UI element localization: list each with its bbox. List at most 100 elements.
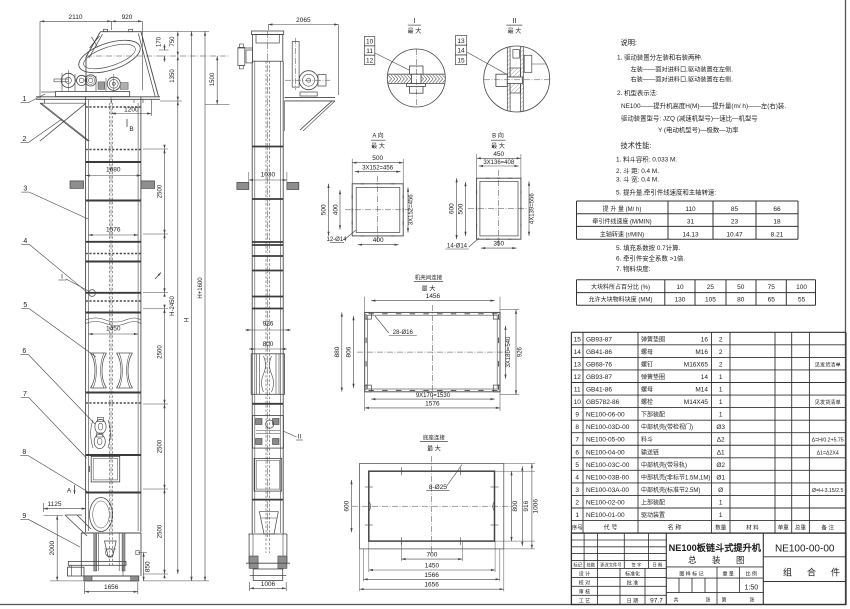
svg-text:比 例: 比 例	[746, 570, 757, 577]
svg-text:2: 2	[22, 136, 26, 143]
svg-text:500: 500	[321, 204, 328, 215]
svg-text:10: 10	[676, 284, 684, 291]
svg-text:说明:: 说明:	[621, 38, 637, 47]
svg-text:最 大: 最 大	[427, 445, 441, 453]
svg-text:1450: 1450	[425, 563, 440, 570]
svg-text:大块料所占百分比 (%): 大块料所占百分比 (%)	[591, 283, 650, 291]
svg-text:4: 4	[23, 238, 27, 245]
svg-text:上部装配: 上部装配	[641, 498, 665, 506]
svg-text:Δ1=Δ2X4: Δ1=Δ2X4	[817, 450, 839, 456]
svg-text:日 期: 日 期	[653, 562, 663, 568]
svg-text:Ø: Ø	[718, 487, 723, 494]
svg-text:10.47: 10.47	[726, 231, 743, 238]
svg-text:提 升 量 (M/ h): 提 升 量 (M/ h)	[603, 205, 642, 213]
svg-text:驱动装置: 驱动装置	[641, 511, 665, 519]
svg-text:11: 11	[366, 48, 373, 55]
svg-text:1. 料斗容积: 0.033 M.: 1. 料斗容积: 0.033 M.	[616, 155, 677, 164]
svg-text:4: 4	[575, 474, 579, 481]
svg-text:5: 5	[23, 302, 27, 309]
svg-text:14.13: 14.13	[682, 231, 699, 238]
svg-text:GB68-76: GB68-76	[586, 361, 612, 368]
svg-text:8.21: 8.21	[771, 231, 784, 238]
svg-text:H: H	[185, 318, 191, 322]
svg-text:数量: 数量	[715, 524, 727, 532]
svg-text:设 计: 设 计	[579, 570, 590, 577]
svg-text:右装——面对进料口,驱动装置在右侧.: 右装——面对进料口,驱动装置在右侧.	[631, 76, 734, 84]
svg-text:1: 1	[719, 499, 723, 506]
svg-text:10: 10	[366, 39, 374, 46]
svg-text:25: 25	[707, 284, 715, 291]
svg-text:图 样 标 记: 图 样 标 记	[679, 570, 703, 577]
svg-text:5. 提升量,牵引件线速度和主轴转速:: 5. 提升量,牵引件线速度和主轴转速:	[616, 188, 716, 197]
svg-text:2500: 2500	[158, 439, 164, 453]
svg-text:80: 80	[737, 297, 745, 304]
svg-text:1006: 1006	[532, 499, 539, 514]
svg-text:1: 1	[719, 399, 723, 406]
svg-text:NE100-06-00: NE100-06-00	[586, 412, 625, 419]
svg-text:800: 800	[263, 341, 274, 348]
svg-text:底座连接: 底座连接	[423, 434, 446, 442]
svg-text:下部装配: 下部装配	[641, 411, 665, 419]
svg-text:工 艺: 工 艺	[579, 598, 590, 604]
svg-text:2: 2	[719, 349, 723, 356]
svg-text:1576: 1576	[106, 227, 121, 234]
svg-text:9: 9	[575, 412, 579, 419]
svg-text:1: 1	[22, 96, 26, 103]
svg-text:NE100-03D-00: NE100-03D-00	[586, 424, 630, 431]
svg-text:GB5782-86: GB5782-86	[586, 399, 620, 406]
svg-text:1566: 1566	[424, 572, 439, 579]
svg-text:Ø3: Ø3	[716, 424, 725, 431]
svg-text:350: 350	[493, 241, 504, 248]
svg-text:14: 14	[574, 349, 582, 356]
svg-text:批 准: 批 准	[627, 579, 638, 586]
svg-text:50: 50	[737, 284, 745, 291]
svg-text:最 大: 最 大	[371, 142, 385, 150]
svg-text:Ø1: Ø1	[716, 474, 725, 481]
svg-text:1576: 1576	[425, 400, 440, 407]
svg-text:7: 7	[23, 391, 27, 398]
svg-text:6. 牵引件安全系数 >1倍.: 6. 牵引件安全系数 >1倍.	[616, 253, 685, 262]
svg-text:弹簧垫圈: 弹簧垫圈	[641, 335, 665, 343]
svg-text:Δ=H/0.2+5.75: Δ=H/0.2+5.75	[812, 438, 844, 444]
svg-text:400: 400	[373, 237, 384, 244]
svg-text:10: 10	[574, 399, 582, 406]
svg-text:NE100——提升机高度H(M)——提升量(m/ h)——左: NE100——提升机高度H(M)——提升量(m/ h)——左(右)装.	[621, 101, 786, 110]
svg-text:23: 23	[731, 219, 739, 226]
svg-text:700: 700	[426, 552, 437, 559]
svg-text:NE100-02-00: NE100-02-00	[586, 499, 625, 506]
svg-text:NE100-03C-00: NE100-03C-00	[586, 462, 630, 469]
svg-text:NE100-04-00: NE100-04-00	[586, 449, 625, 456]
svg-text:916: 916	[523, 500, 530, 511]
svg-text:6: 6	[575, 449, 579, 456]
svg-text:最 大: 最 大	[508, 27, 522, 35]
svg-text:16: 16	[701, 336, 709, 343]
svg-text:GB93-87: GB93-87	[586, 374, 612, 381]
svg-text:14: 14	[701, 374, 709, 381]
svg-text:驱动装置型号: JZQ (减速机型号)—速比—机型号: 驱动装置型号: JZQ (减速机型号)—速比—机型号	[621, 114, 758, 123]
svg-text:100: 100	[796, 284, 807, 291]
svg-text:总装图: 总装图	[688, 555, 760, 565]
svg-text:926: 926	[263, 321, 274, 328]
svg-text:2. 斗 距: 0.4 M.: 2. 斗 距: 0.4 M.	[616, 167, 659, 175]
svg-text:85: 85	[731, 206, 739, 213]
svg-text:技术性能:: 技术性能:	[621, 141, 652, 150]
svg-text:1680: 1680	[106, 167, 121, 174]
svg-text:14: 14	[457, 48, 465, 55]
svg-text:NE100-03B-00: NE100-03B-00	[586, 474, 629, 481]
svg-text:日 期: 日 期	[627, 598, 638, 604]
svg-text:8: 8	[22, 449, 26, 456]
svg-text:170: 170	[157, 36, 163, 47]
svg-text:I: I	[413, 18, 415, 25]
svg-text:总重: 总重	[795, 524, 807, 532]
svg-text:130: 130	[675, 297, 686, 304]
svg-text:名 称: 名 称	[668, 524, 682, 532]
svg-text:1: 1	[719, 412, 723, 419]
svg-text:15: 15	[457, 57, 465, 64]
svg-text:GB41-86: GB41-86	[586, 387, 612, 394]
svg-text:Δ2: Δ2	[717, 437, 725, 444]
svg-text:28-Ø16: 28-Ø16	[393, 330, 414, 336]
svg-text:签 字: 签 字	[632, 561, 642, 567]
svg-text:2110: 2110	[69, 14, 83, 21]
svg-text:12-Ø14: 12-Ø14	[326, 237, 347, 243]
svg-text:2: 2	[719, 361, 723, 368]
